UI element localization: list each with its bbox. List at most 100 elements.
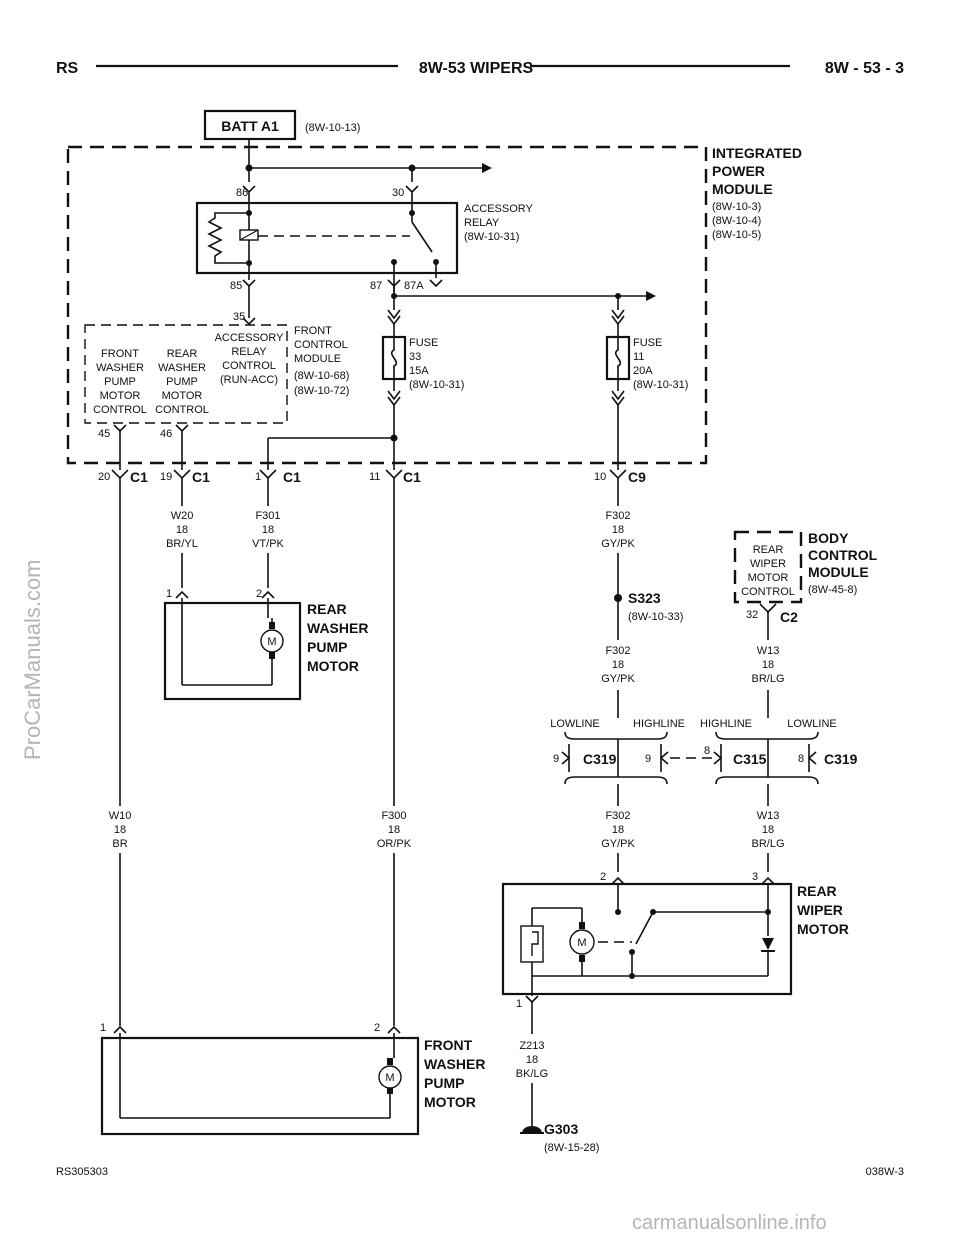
svg-text:WASHER: WASHER: [96, 362, 144, 374]
svg-text:CONTROL: CONTROL: [808, 547, 878, 563]
svg-text:46: 46: [160, 428, 172, 440]
svg-text:MOTOR: MOTOR: [748, 572, 789, 584]
wire-w10-label: W10 18 BR: [109, 810, 132, 850]
svg-text:ACCESSORY: ACCESSORY: [464, 203, 534, 215]
connector-c1-20: 20 C1: [98, 469, 148, 485]
svg-text:18: 18: [176, 524, 188, 536]
svg-text:MODULE: MODULE: [712, 181, 773, 197]
svg-text:BR/YL: BR/YL: [166, 538, 198, 550]
svg-text:MODULE: MODULE: [808, 564, 869, 580]
svg-text:(8W-10-31): (8W-10-31): [464, 231, 519, 243]
batt-a1: BATT A1 (8W-10-13): [203, 109, 360, 141]
wire-w13-label-1: W13 18 BR/LG: [751, 645, 784, 685]
svg-text:ACCESSORY: ACCESSORY: [215, 332, 285, 344]
fuse-11: FUSE 11 20A (8W-10-31): [605, 309, 688, 407]
svg-text:8: 8: [704, 745, 710, 757]
svg-text:FRONT: FRONT: [294, 325, 332, 337]
svg-text:(8W-10-5): (8W-10-5): [712, 229, 761, 241]
svg-text:REAR: REAR: [167, 348, 198, 360]
svg-text:2: 2: [600, 871, 606, 883]
svg-text:MOTOR: MOTOR: [307, 658, 359, 674]
svg-text:(8W-10-4): (8W-10-4): [712, 215, 761, 227]
svg-text:20A: 20A: [633, 365, 653, 377]
svg-text:BR/LG: BR/LG: [751, 838, 784, 850]
wire-f302-label-3: F302 18 GY/PK: [601, 810, 635, 850]
svg-text:WASHER: WASHER: [158, 362, 206, 374]
svg-text:35: 35: [233, 311, 245, 323]
connector-c9-10: 10 C9: [594, 469, 646, 485]
svg-text:18: 18: [612, 824, 624, 836]
footer-left: RS305303: [56, 1166, 108, 1178]
svg-text:(8W-15-28): (8W-15-28): [544, 1142, 599, 1154]
svg-text:LOWLINE: LOWLINE: [787, 718, 837, 730]
svg-text:W10: W10: [109, 810, 132, 822]
svg-text:W13: W13: [757, 810, 780, 822]
svg-text:C1: C1: [283, 469, 301, 485]
svg-text:WASHER: WASHER: [424, 1056, 485, 1072]
svg-text:CONTROL: CONTROL: [155, 404, 209, 416]
svg-text:1: 1: [100, 1022, 106, 1034]
svg-text:(8W-45-8): (8W-45-8): [808, 584, 857, 596]
svg-text:CONTROL: CONTROL: [741, 586, 795, 598]
svg-text:F302: F302: [605, 810, 630, 822]
svg-text:MOTOR: MOTOR: [797, 921, 849, 937]
svg-text:C319: C319: [824, 751, 858, 767]
svg-text:BR/LG: BR/LG: [751, 673, 784, 685]
watermark-bottom: carmanualsonline.info: [632, 1212, 827, 1234]
svg-text:F300: F300: [381, 810, 406, 822]
svg-text:(8W-10-31): (8W-10-31): [633, 379, 688, 391]
body-control-module: REAR WIPER MOTOR CONTROL BODY CONTROL MO…: [733, 530, 878, 625]
svg-text:20: 20: [98, 471, 110, 483]
svg-text:WASHER: WASHER: [307, 620, 368, 636]
svg-text:8: 8: [798, 753, 804, 765]
wire-f302-label-2: F302 18 GY/PK: [601, 645, 635, 685]
header-center: 8W-53 WIPERS: [419, 60, 534, 77]
accessory-relay: 86 30 85 87 87A ACCESSORY RELAY (8W-10-3…: [195, 185, 534, 292]
svg-text:9: 9: [553, 753, 559, 765]
svg-text:F302: F302: [605, 645, 630, 657]
svg-text:C1: C1: [192, 469, 210, 485]
svg-text:C1: C1: [403, 469, 421, 485]
svg-text:(8W-10-33): (8W-10-33): [628, 611, 683, 623]
svg-text:F301: F301: [255, 510, 280, 522]
svg-text:CONTROL: CONTROL: [294, 339, 348, 351]
wire-f302-label-1: F302 18 GY/PK: [601, 510, 635, 550]
front-washer-pump-motor: 1 2 M FRONT WASHER PUMP MOTOR: [100, 1022, 485, 1136]
ground-g303: G303 (8W-15-28): [520, 1121, 599, 1154]
svg-text:W13: W13: [757, 645, 780, 657]
svg-text:18: 18: [388, 824, 400, 836]
svg-text:10: 10: [594, 471, 606, 483]
svg-text:W20: W20: [171, 510, 194, 522]
svg-text:18: 18: [762, 659, 774, 671]
svg-text:2: 2: [256, 588, 262, 600]
svg-text:MOTOR: MOTOR: [162, 390, 203, 402]
svg-text:30: 30: [392, 187, 404, 199]
rear-washer-pump-motor: 1 2 M REAR WASHER PUMP MOTOR: [163, 588, 368, 701]
svg-text:85: 85: [230, 280, 242, 292]
svg-text:11: 11: [369, 471, 380, 483]
svg-text:87: 87: [370, 280, 382, 292]
svg-text:19: 19: [160, 471, 172, 483]
svg-text:86: 86: [236, 187, 248, 199]
batt-label: BATT A1: [221, 118, 279, 134]
rear-wiper-motor: 2 3 M REAR WIPER MOTOR 1: [501, 871, 849, 1010]
svg-text:1: 1: [166, 588, 172, 600]
svg-text:15A: 15A: [409, 365, 429, 377]
page-header: RS 8W-53 WIPERS 8W - 53 - 3: [56, 60, 904, 77]
svg-text:PUMP: PUMP: [424, 1075, 464, 1091]
connector-c1-19: 19 C1: [160, 469, 210, 485]
svg-text:18: 18: [612, 524, 624, 536]
svg-text:GY/PK: GY/PK: [601, 538, 635, 550]
svg-text:GY/PK: GY/PK: [601, 673, 635, 685]
svg-text:HIGHLINE: HIGHLINE: [633, 718, 685, 730]
svg-text:WIPER: WIPER: [750, 558, 786, 570]
svg-text:11: 11: [633, 351, 644, 363]
batt-ref: (8W-10-13): [305, 122, 360, 134]
connector-c1-11: 11 C1: [369, 469, 421, 485]
svg-text:LOWLINE: LOWLINE: [550, 718, 600, 730]
svg-text:BK/LG: BK/LG: [516, 1068, 548, 1080]
connector-c1-1: 1 C1: [255, 469, 301, 485]
front-control-module: 35 FRONT CONTROL MODULE (8W-10-68) (8W-1…: [84, 311, 349, 440]
svg-text:18: 18: [262, 524, 274, 536]
